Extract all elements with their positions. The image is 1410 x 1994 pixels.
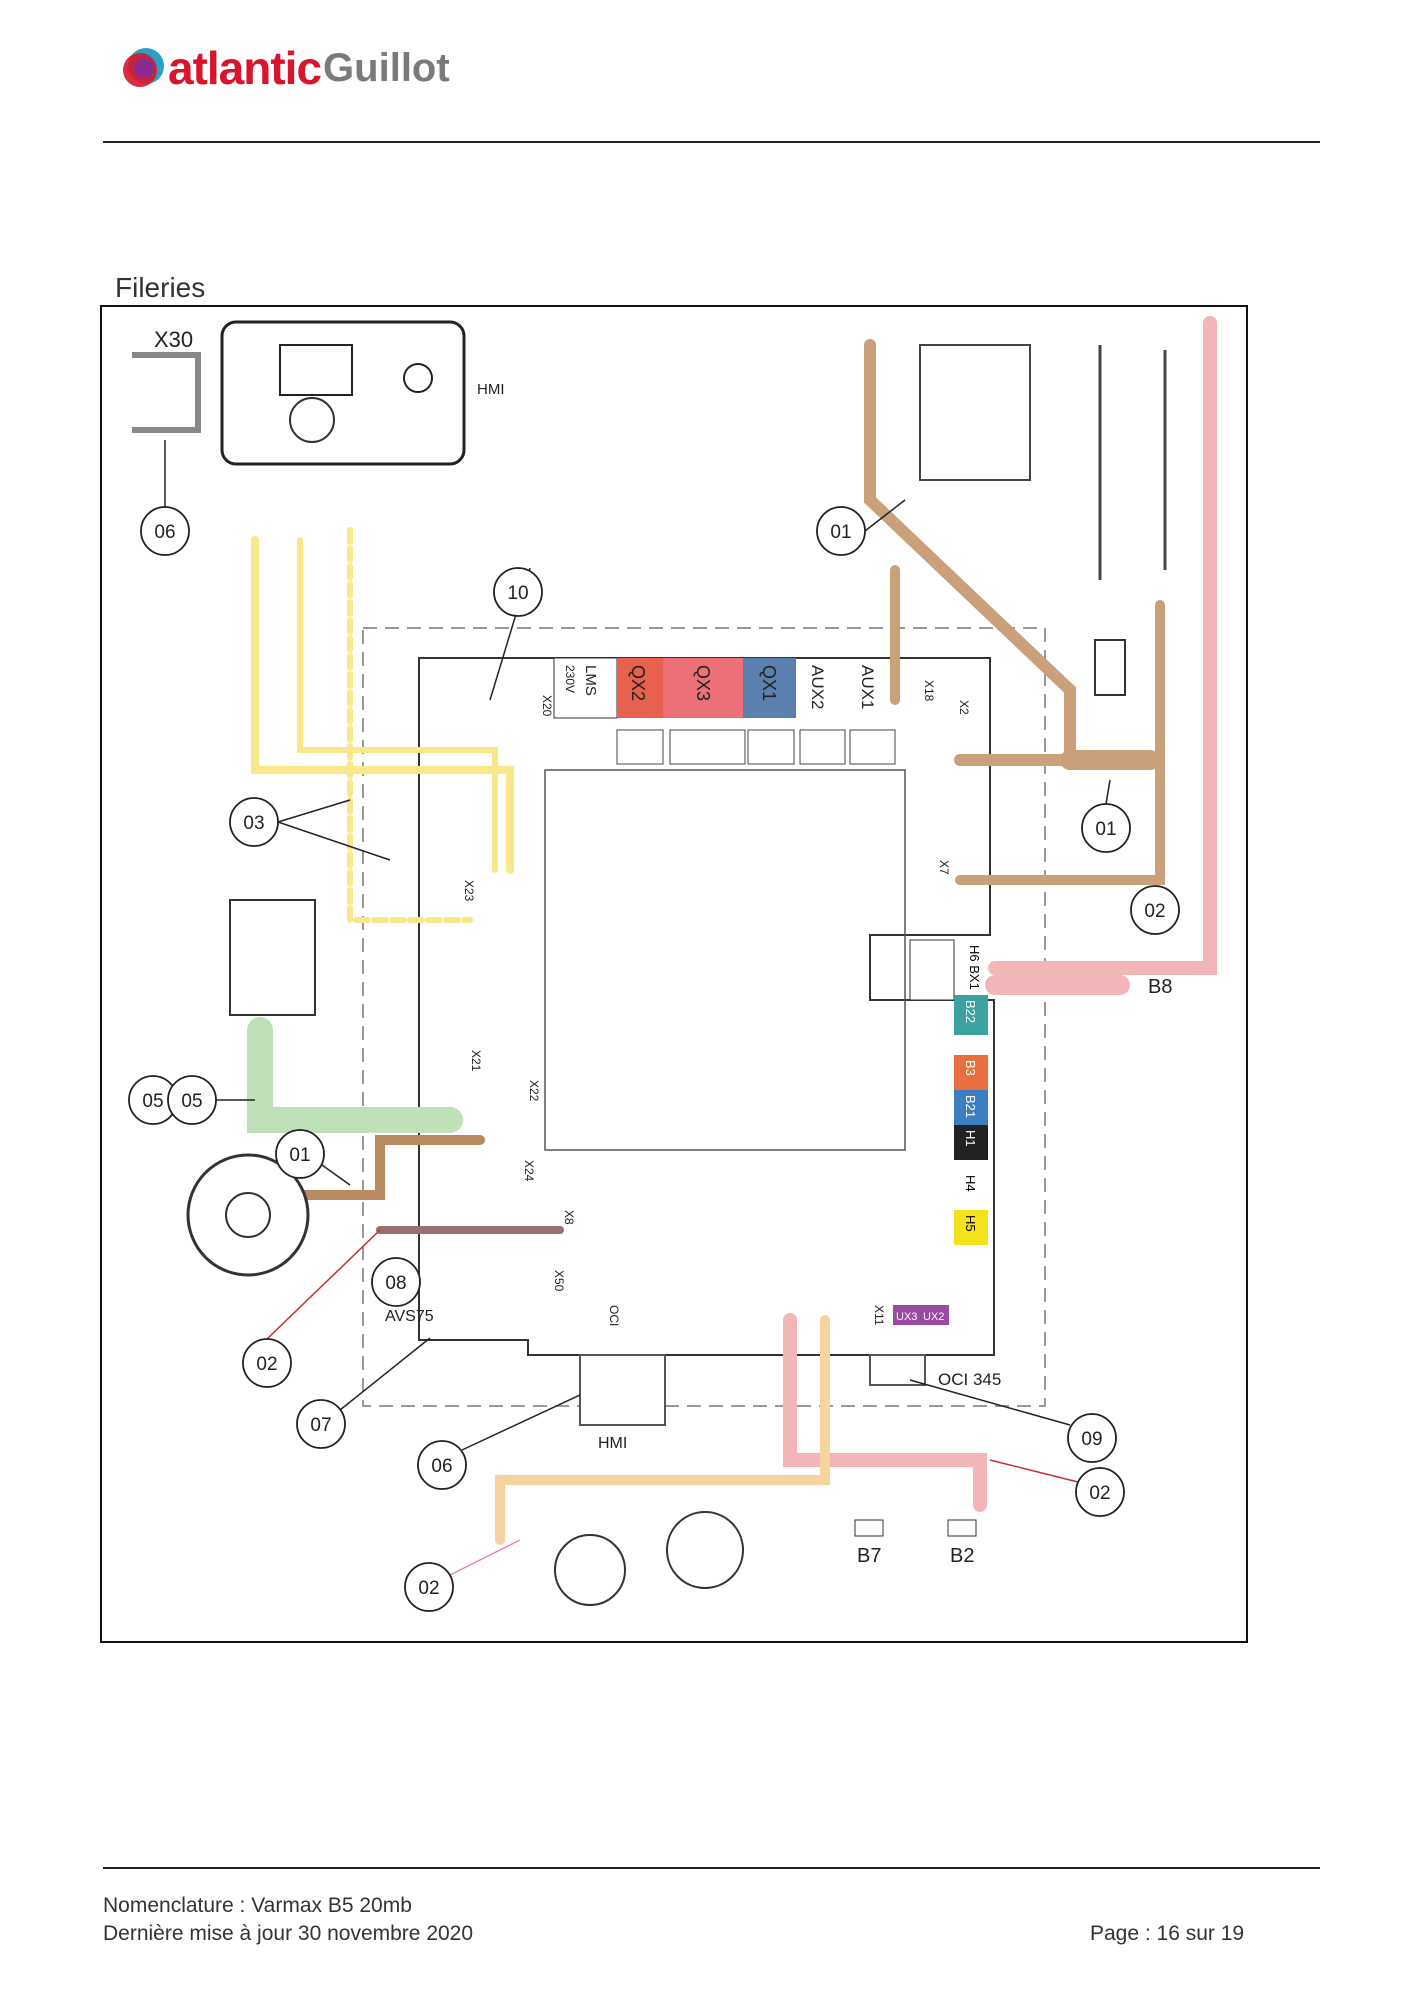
hmi-connector	[579, 1354, 666, 1426]
callout-03: 03	[243, 813, 264, 834]
callout-01: 01	[289, 1145, 310, 1166]
footer-nomenclature: Nomenclature : Varmax B5 20mb	[103, 1894, 412, 1917]
wire-02-b8	[988, 316, 1217, 975]
label-x30: X30	[154, 327, 193, 352]
label-avs75: AVS75	[385, 1308, 434, 1325]
oci345-connector	[869, 1354, 926, 1386]
callout-08: 08	[385, 1273, 406, 1294]
dhw-sensor	[666, 1511, 744, 1589]
label-h5: H5	[963, 1215, 978, 1232]
ux-block	[893, 1305, 949, 1325]
label-x2: X2	[957, 700, 971, 715]
callout-02: 02	[256, 1354, 277, 1375]
section-title: Fileries	[115, 272, 206, 303]
b3-block	[954, 1055, 988, 1090]
footer-page-number: Page : 16 sur 19	[1090, 1922, 1245, 1945]
circulation-pump	[229, 899, 316, 1016]
label-ux2: UX2	[923, 1311, 944, 1323]
logo-text-guillot: Guillot	[323, 45, 450, 90]
label-x50: X50	[552, 1270, 566, 1292]
wire-05-pump	[247, 1017, 463, 1133]
qx3-block	[663, 658, 743, 718]
label-qx3: QX3	[693, 665, 713, 701]
label-hmi-top: HMI	[477, 381, 505, 398]
footer-divider	[103, 1867, 1320, 1869]
label-x20: X20	[540, 695, 554, 717]
callout-02: 02	[1089, 1483, 1110, 1504]
callout-02: 02	[1144, 901, 1165, 922]
b22-block	[954, 995, 988, 1035]
label-aux1: AUX1	[858, 665, 877, 709]
b7-connector	[854, 1519, 884, 1537]
label-x22: X22	[527, 1080, 541, 1102]
callout-10: 10	[507, 583, 528, 604]
wire-01-fan	[285, 1135, 485, 1200]
logo-mark-icon	[123, 48, 164, 87]
callout-05: 05	[142, 1091, 163, 1112]
callout-09: 09	[1081, 1429, 1102, 1450]
label-x23: X23	[462, 880, 476, 902]
electrodes	[1098, 345, 1167, 580]
label-h4: H4	[963, 1175, 978, 1192]
label-qx1: QX1	[759, 665, 779, 701]
label-b21: B21	[963, 1095, 978, 1118]
fan	[186, 1153, 310, 1277]
ignition-module	[1094, 639, 1126, 696]
label-230v: 230V	[563, 665, 577, 693]
boiler-outline	[362, 627, 1046, 1407]
control-board	[418, 657, 995, 1356]
wire-01-electrodes	[955, 600, 1165, 885]
b21-block	[954, 1090, 988, 1125]
callout-05: 05	[181, 1091, 202, 1112]
header-divider	[103, 141, 1320, 143]
h1-block	[954, 1125, 988, 1160]
gas-valve	[919, 344, 1031, 481]
label-hmi-bottom: HMI	[598, 1435, 627, 1452]
pressure-sensor	[554, 1534, 626, 1606]
diagram-frame	[100, 305, 1248, 1643]
label-qx2: QX2	[628, 665, 648, 701]
footer-updated: Dernière mise à jour 30 novembre 2020	[103, 1922, 474, 1945]
label-x11: X11	[872, 1305, 886, 1326]
hmi-screen	[279, 344, 353, 396]
label-b8: B8	[1148, 976, 1172, 998]
label-oci: OCI	[607, 1305, 621, 1326]
label-b2: B2	[950, 1545, 974, 1567]
wire-02-sensors	[783, 1313, 987, 1512]
label-aux2: AUX2	[808, 665, 827, 709]
callout-02: 02	[418, 1578, 439, 1599]
b2-connector	[947, 1519, 977, 1537]
logo-text-atlantic: atlantic	[168, 42, 322, 94]
qx2-block	[617, 658, 663, 718]
brand-logo: atlantic Guillot	[120, 42, 450, 94]
label-b22: B22	[963, 1000, 978, 1023]
label-x24: X24	[522, 1160, 536, 1182]
qx1-block	[743, 658, 796, 718]
callout-01: 01	[830, 522, 851, 543]
h5-block	[954, 1210, 988, 1245]
label-x21: X21	[469, 1050, 483, 1072]
label-b7: B7	[857, 1545, 881, 1567]
label-ux3: UX3	[896, 1311, 917, 1323]
wire-01-gas-valve	[864, 339, 1076, 766]
label-x18: X18	[922, 680, 936, 702]
label-x8: X8	[562, 1210, 576, 1225]
label-h1: H1	[963, 1130, 978, 1147]
board-inner-area	[544, 769, 906, 1151]
x30-connector	[132, 352, 201, 433]
callout-06: 06	[154, 522, 175, 543]
label-h6bx1: H6 BX1	[967, 945, 982, 990]
label-oci345: OCI 345	[938, 1370, 1001, 1389]
label-x7: X7	[937, 860, 951, 875]
callout-01: 01	[1095, 819, 1116, 840]
wire-03-power	[251, 536, 514, 874]
callout-07: 07	[310, 1415, 331, 1436]
label-b3: B3	[963, 1060, 978, 1076]
callout-06: 06	[431, 1456, 452, 1477]
label-lms: LMS	[582, 665, 599, 696]
